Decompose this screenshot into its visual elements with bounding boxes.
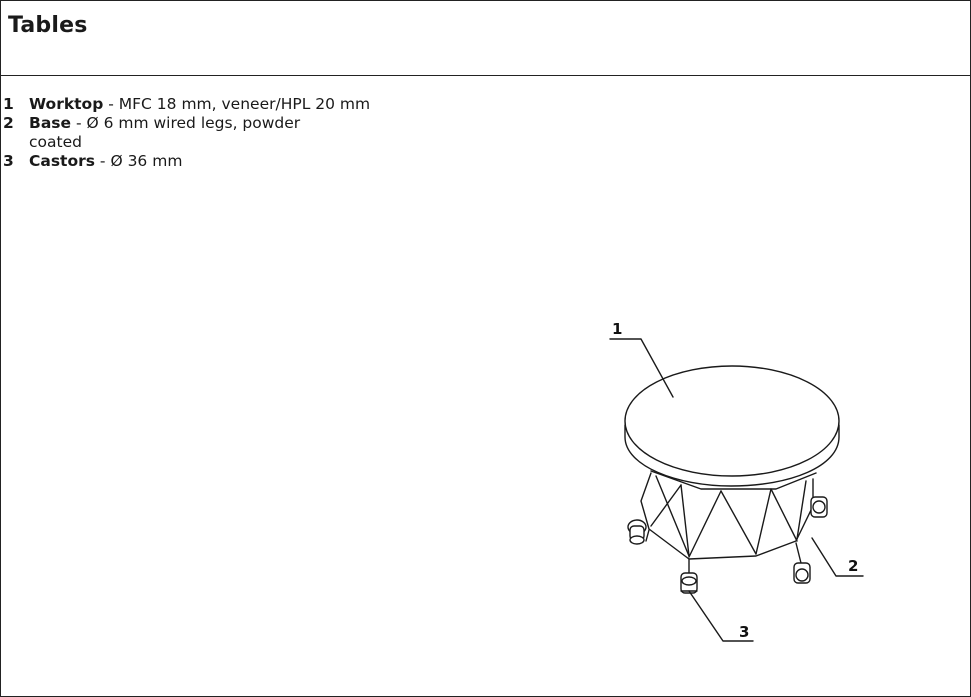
spec-list: 1 Worktop - MFC 18 mm, veneer/HPL 20 mm … bbox=[1, 95, 521, 171]
spec-number: 2 bbox=[3, 114, 14, 132]
spec-desc: - Ø 36 mm bbox=[95, 152, 183, 170]
castor-right bbox=[793, 562, 811, 584]
spec-name: Base bbox=[29, 114, 72, 132]
callout-3-leader bbox=[688, 590, 754, 642]
spec-number: 3 bbox=[3, 152, 14, 170]
spec-item-worktop: 1 Worktop - MFC 18 mm, veneer/HPL 20 mm bbox=[1, 95, 521, 114]
spec-text: Worktop - MFC 18 mm, veneer/HPL 20 mm bbox=[29, 95, 409, 114]
spec-number: 1 bbox=[3, 95, 14, 113]
spec-item-base: 2 Base - Ø 6 mm wired legs, powder coate… bbox=[1, 114, 521, 152]
spec-item-castors: 3 Castors - Ø 36 mm bbox=[1, 152, 521, 171]
callout-1-label: 1 bbox=[612, 320, 622, 338]
castor-back-right bbox=[810, 496, 828, 518]
spec-name: Worktop bbox=[29, 95, 104, 113]
header: Tables bbox=[1, 1, 970, 76]
callout-2-label: 2 bbox=[848, 557, 858, 575]
spec-text: Castors - Ø 36 mm bbox=[29, 152, 409, 171]
callout-3-label: 3 bbox=[739, 623, 749, 641]
base-ring bbox=[640, 472, 814, 560]
page-title: Tables bbox=[8, 13, 88, 38]
castor-left bbox=[627, 519, 647, 545]
callout-2-leader bbox=[811, 537, 864, 577]
table-illustration: 1 2 3 bbox=[609, 320, 864, 642]
spec-desc: - MFC 18 mm, veneer/HPL 20 mm bbox=[103, 95, 371, 113]
spec-name: Castors bbox=[29, 152, 95, 170]
callout-1-leader bbox=[609, 338, 674, 398]
spec-desc: - Ø 6 mm wired legs, powder coated bbox=[29, 114, 301, 151]
castor-front bbox=[680, 572, 698, 594]
spec-text: Base - Ø 6 mm wired legs, powder coated bbox=[29, 114, 329, 152]
under-rail-back bbox=[650, 470, 817, 490]
